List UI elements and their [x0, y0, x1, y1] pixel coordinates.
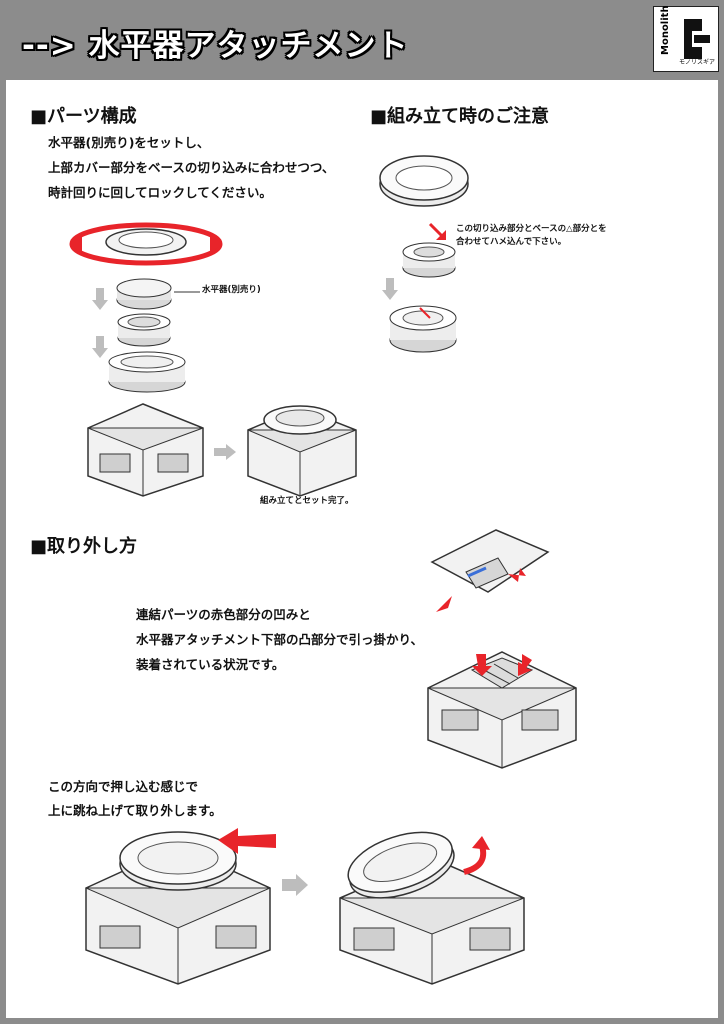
level-disc-illustration [116, 278, 172, 310]
caption-done: 組み立てとセット完了。 [260, 496, 354, 506]
page-body: ■パーツ構成 水平器(別売り)をセットし、 上部カバー部分をベースの切り込みに合… [6, 80, 718, 1018]
section-heading-removal: ■取り外し方 [30, 536, 138, 557]
removal-step2-illustration [339, 831, 525, 985]
down-arrow-icon [92, 336, 108, 358]
page-title: --> 水平器アタッチメント [22, 28, 409, 64]
leader-line [174, 291, 200, 293]
section-heading-parts: ■パーツ構成 [30, 106, 137, 127]
logo-mark-icon [684, 19, 710, 59]
parts-line-2: 上部カバー部分をベースの切り込みに合わせつつ、 [48, 160, 335, 175]
down-arrow-icon [92, 288, 108, 310]
notch-pointer-icon [428, 222, 446, 240]
removal-line2-2: 上に跳ね上げて取り外します。 [48, 803, 222, 818]
parts-line-3: 時計回りに回してロックしてください。 [48, 185, 272, 200]
caution-note-line-1: この切り込み部分とベースの△部分とを [456, 224, 607, 234]
label-level: 水平器(別売り) [202, 285, 261, 295]
adapter-ring-illustration [117, 313, 171, 347]
removal-line-1: 連結パーツの赤色部分の凹みと [136, 607, 311, 622]
removal-line2-1: この方向で押し込む感じで [48, 779, 199, 794]
section-heading-caution: ■組み立て時のご注意 [370, 106, 550, 127]
push-arrow-icon [218, 828, 276, 854]
removal-step1-illustration [85, 831, 271, 985]
adapter-ring-illustration [402, 242, 456, 278]
base-block-closeup-illustration [427, 651, 577, 769]
cover-ring-illustration [379, 155, 469, 207]
caution-note-line-2: 合わせてハメ込んで下さい。 [456, 237, 567, 247]
removal-line-3: 装着されている状況です。 [136, 657, 285, 672]
down-arrow-icon [382, 278, 398, 300]
base-block-illustration [87, 403, 204, 497]
page-header: --> 水平器アタッチメント Monolith モノリスギア [0, 0, 724, 80]
assembled-block-illustration [247, 405, 357, 497]
right-arrow-icon [282, 874, 308, 896]
base-ring-illustration [108, 351, 186, 393]
lift-arrow-icon [463, 836, 490, 875]
parts-line-1: 水平器(別売り)をセットし、 [48, 135, 210, 150]
right-arrow-icon [214, 444, 236, 460]
attachment-underside-illustration [430, 529, 550, 612]
cover-rotation-illustration [69, 222, 223, 266]
logo-text: Monolith [660, 5, 671, 55]
base-ring-illustration [389, 305, 457, 353]
brand-logo: Monolith モノリスギア [653, 5, 719, 72]
logo-subtext: モノリスギア [678, 59, 715, 66]
removal-line-2: 水平器アタッチメント下部の凸部分で引っ掛かり、 [136, 632, 424, 647]
